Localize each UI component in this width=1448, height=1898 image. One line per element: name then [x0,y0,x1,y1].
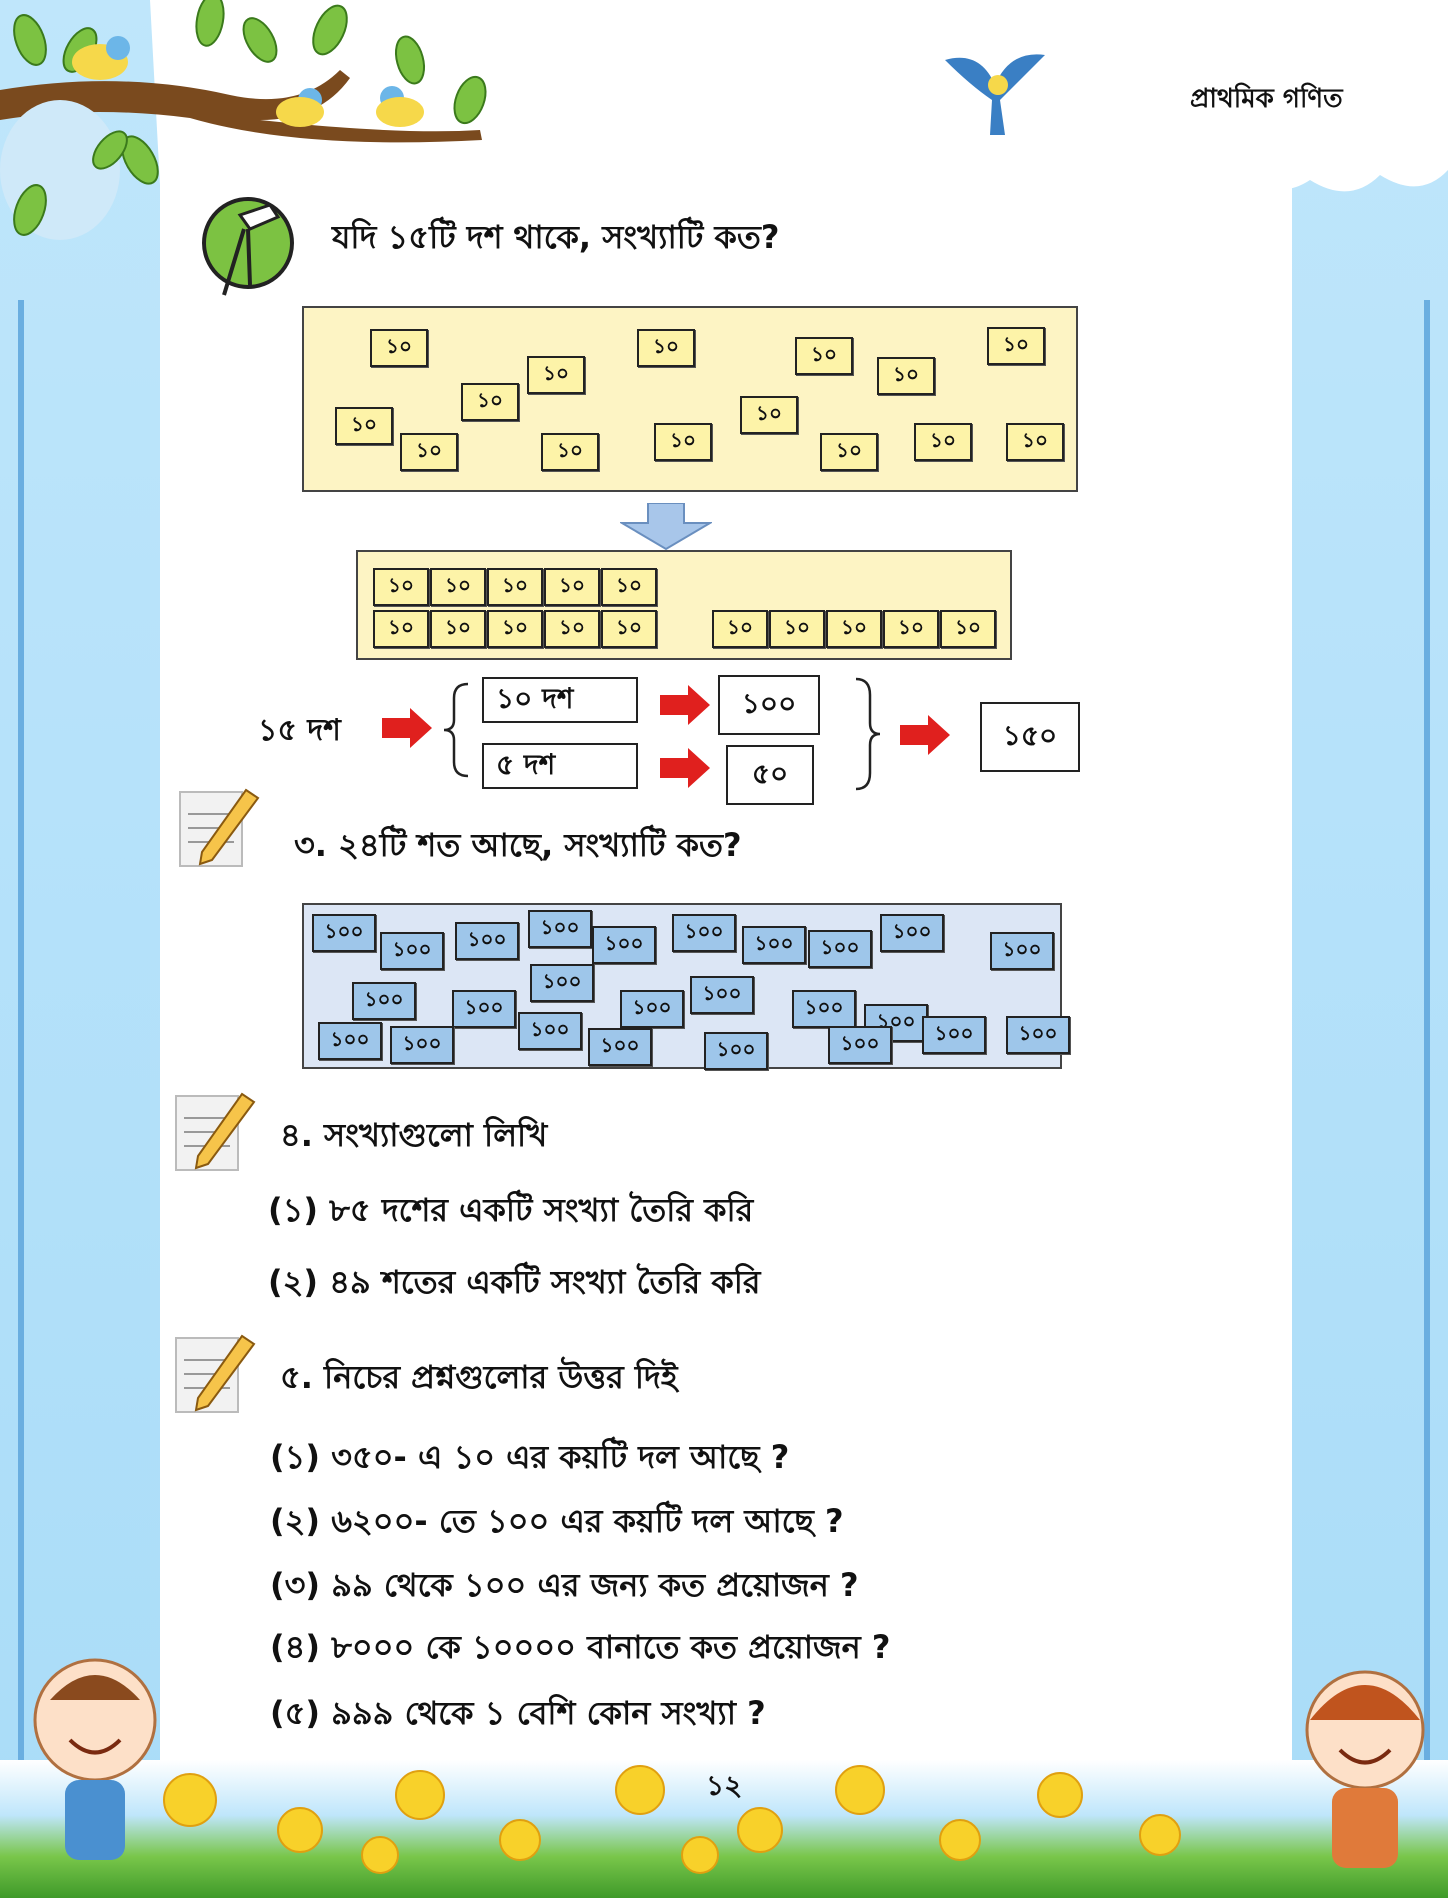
q4-item: (১) ৮৫ দশের একটি সংখ্যা তৈরি করি [268,1191,754,1229]
notepad-pencil-icon [179,788,260,867]
hundred-tile: ১০০ [530,964,594,1002]
page-edge-left [18,300,24,1800]
hundred-tile: ১০০ [528,910,592,948]
ten-tile: ১০ [795,337,853,375]
cloud-header [150,0,1448,193]
hundred-tile: ১০০ [380,932,444,970]
ten-tile: ১০ [940,610,996,648]
q5-item: (২) ৬২০০- তে ১০০ এর কয়টি দল আছে ? [270,1502,844,1540]
breakdown-left-label: ১৫ দশ [258,713,341,748]
flying-bird-icon [945,54,1045,135]
hundred-tile: ১০০ [742,926,806,964]
ten-tile: ১০ [430,610,486,648]
hundred-tile: ১০০ [880,914,944,952]
ten-tile: ১০ [1006,423,1064,461]
right-brace-icon [855,677,881,791]
hundred-tile: ১০০ [352,982,416,1020]
ten-tile: ১০ [987,327,1045,365]
ten-tile: ১০ [373,568,429,606]
left-brace-icon [443,682,469,778]
ten-tile: ১০ [637,329,695,367]
hundred-tile: ১০০ [588,1028,652,1066]
q5-title: ৫. নিচের প্রশ্নগুলোর উত্তর দিই [280,1358,678,1396]
intro-question: যদি ১৫টি দশ থাকে, সংখ্যাটি কত? [332,218,780,256]
grass-footer [0,1760,1448,1898]
flower-icon [163,1765,1181,1874]
ten-tile: ১০ [430,568,486,606]
hundred-tile: ১০০ [592,926,656,964]
q5-item: (৪) ৮০০০ কে ১০০০০ বানাতে কত প্রয়োজন ? [270,1628,891,1666]
ten-tile: ১০ [883,610,939,648]
hundred-tile: ১০০ [672,914,736,952]
notepad-pencil-icon [175,1334,256,1413]
red-arrow-icon [382,708,432,748]
ten-tile: ১০ [487,610,543,648]
box-five-tens: ৫ দশ [482,743,638,789]
result-total: ১৫০ [980,702,1080,772]
ten-tile: ১০ [373,610,429,648]
ten-tile: ১০ [654,423,712,461]
hundred-tile: ১০০ [1006,1016,1070,1054]
bird-icon [72,36,424,127]
ten-tile: ১০ [740,396,798,434]
q4-item: (২) ৪৯ শতের একটি সংখ্যা তৈরি করি [268,1263,761,1301]
q5-item: (৩) ৯৯ থেকে ১০০ এর জন্য কত প্রয়োজন ? [270,1566,859,1604]
ten-tile: ১০ [527,356,585,394]
result-fifty: ৫০ [726,745,814,805]
box-ten-tens: ১০ দশ [482,677,638,723]
compass-hand-icon [202,197,294,296]
child-icon [33,1658,157,1860]
result-hundred: ১০০ [718,675,820,735]
ten-tile: ১০ [487,568,543,606]
down-arrow-icon [620,503,712,551]
red-arrow-icon [900,715,950,755]
ten-tile: ১০ [769,610,825,648]
ten-tile: ১০ [820,433,878,471]
hundred-tile: ১০০ [792,990,856,1028]
hundred-tile: ১০০ [922,1016,986,1054]
ten-tile: ১০ [541,433,599,471]
ten-tile: ১০ [601,568,657,606]
hundred-tile: ১০০ [318,1022,382,1060]
hundred-tile: ১০০ [990,932,1054,970]
ten-tile: ১০ [544,610,600,648]
notepad-pencil-icon [175,1092,256,1171]
ten-tile: ১০ [914,423,972,461]
ten-tile: ১০ [335,407,393,445]
red-arrow-icon [660,748,710,788]
ten-tile: ১০ [826,610,882,648]
hundred-tile: ১০০ [690,976,754,1014]
ten-tile: ১০ [370,329,428,367]
hundred-tile: ১০০ [704,1032,768,1070]
ten-tile: ১০ [544,568,600,606]
q5-item: (১) ৩৫০- এ ১০ এর কয়টি দল আছে ? [270,1438,790,1476]
hundred-tile: ১০০ [452,990,516,1028]
ten-tile: ১০ [712,610,768,648]
book-title: প্রাথমিক গণিত [1190,84,1343,114]
tree-branch-illustration [0,0,487,240]
hundred-tile: ১০০ [518,1012,582,1050]
hundred-tile: ১০০ [312,914,376,952]
red-arrow-icon [660,685,710,725]
hundred-tile: ১০০ [455,922,519,960]
hundred-tile: ১০০ [828,1026,892,1064]
hundred-tile: ১০০ [620,990,684,1028]
ten-tile: ১০ [400,433,458,471]
q5-item: (৫) ৯৯৯ থেকে ১ বেশি কোন সংখ্যা ? [270,1694,766,1732]
hundred-tile: ১০০ [808,930,872,968]
hundred-tile: ১০০ [390,1026,454,1064]
q3-text: ৩. ২৪টি শত আছে, সংখ্যাটি কত? [294,826,742,864]
ten-tile: ১০ [877,357,935,395]
ten-tile: ১০ [601,610,657,648]
q4-title: ৪. সংখ্যাগুলো লিখি [280,1116,548,1154]
page-number: ১২ [706,1769,743,1802]
ten-tile: ১০ [461,383,519,421]
child-icon [1305,1670,1425,1868]
page-edge-right [1424,300,1430,1800]
